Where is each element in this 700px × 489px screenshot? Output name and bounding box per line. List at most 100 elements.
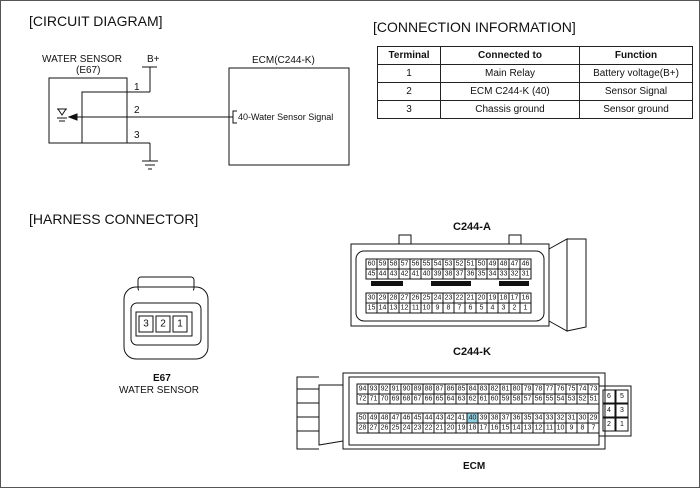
c244a-pin-number: 49 [489, 261, 497, 268]
c244k-side-pin-cell [615, 403, 629, 418]
c244k-pin-number: 30 [579, 415, 587, 422]
c244a-pin-number: 26 [412, 295, 420, 302]
c244a-pin-number: 20 [478, 295, 486, 302]
c244k-pin-number: 89 [414, 386, 422, 393]
c244a-pin-number: 38 [445, 271, 453, 278]
c244k-pin-number: 55 [546, 396, 554, 403]
c244k-pin-number: 52 [579, 396, 587, 403]
table-row: 3 Chassis ground Sensor ground [377, 100, 693, 119]
c244k-pin-number: 19 [458, 425, 466, 432]
c244k-pin-number: 9 [570, 425, 574, 432]
c244a-pin-number: 18 [500, 295, 508, 302]
c244a-pin-number: 14 [379, 305, 387, 312]
e67-connector-inner [130, 302, 202, 346]
c244a-pin-number: 56 [412, 261, 420, 268]
c244k-pin-number: 87 [436, 386, 444, 393]
c244a-pin-number: 55 [423, 261, 431, 268]
water-sensor-code: (E67) [76, 65, 101, 76]
e67-pin-block [135, 311, 193, 337]
c244k-pin-number: 85 [458, 386, 466, 393]
wire-number-3: 3 [134, 130, 140, 141]
c244a-pin-number: 44 [379, 271, 387, 278]
c244k-pin-number: 36 [513, 415, 521, 422]
c244k-pin-number: 12 [535, 425, 543, 432]
c244a-pin-number: 48 [500, 261, 508, 268]
c244a-pin-number: 52 [456, 261, 464, 268]
ecm-connector-label: ECM [463, 461, 486, 472]
c244a-pin-number: 32 [511, 271, 519, 278]
ecm-box [228, 67, 350, 166]
e67-name-label: WATER SENSOR [119, 385, 200, 396]
c244a-pin-number: 13 [390, 305, 398, 312]
c244a-pin-number: 24 [434, 295, 442, 302]
c244a-pin-number: 40 [423, 271, 431, 278]
c244k-pin-number: 25 [392, 425, 400, 432]
c244a-pin-number: 4 [491, 305, 495, 312]
c244a-pin-number: 9 [436, 305, 440, 312]
c244k-pin-number: 18 [469, 425, 477, 432]
c244a-pin-number: 57 [401, 261, 409, 268]
c244k-pin-number: 45 [414, 415, 422, 422]
c244a-body [350, 243, 550, 327]
c244k-pin-number: 51 [590, 396, 598, 403]
c244k-side-pin-number: 6 [607, 393, 611, 400]
c244a-pin-cell [519, 268, 532, 280]
c244k-pin-number: 53 [568, 396, 576, 403]
connection-info-title: [CONNECTION INFORMATION] [373, 19, 576, 35]
c244k-side-pin-number: 4 [607, 407, 611, 414]
c244a-pin-number: 41 [412, 271, 420, 278]
c244k-pin-number: 42 [447, 415, 455, 422]
c244a-pin-number: 7 [458, 305, 462, 312]
c244k-side-pin-number: 3 [620, 407, 624, 414]
c244k-pin-number: 10 [557, 425, 565, 432]
c244k-pin-number: 29 [590, 415, 598, 422]
c244a-pin-cell [519, 302, 532, 314]
c244k-pin-number: 63 [458, 396, 466, 403]
c244a-pin-number: 43 [390, 271, 398, 278]
c244a-key [499, 281, 529, 286]
c244k-pin-number: 78 [535, 386, 543, 393]
c244k-side-pin-cell [615, 417, 629, 432]
c244k-pin-number: 39 [480, 415, 488, 422]
c244a-side-tab [566, 238, 587, 332]
c244k-pin-number: 66 [425, 396, 433, 403]
c244k-pin-number: 79 [524, 386, 532, 393]
c244a-pin-number: 22 [456, 295, 464, 302]
c244k-pin-number: 91 [392, 386, 400, 393]
c244k-pin-number: 59 [502, 396, 510, 403]
c244k-pin-number: 71 [370, 396, 378, 403]
c244k-pin-number: 27 [370, 425, 378, 432]
c244a-key [431, 281, 471, 286]
c244k-pin-number: 64 [447, 396, 455, 403]
c244a-pin-number: 33 [500, 271, 508, 278]
c244a-title: C244-A [453, 221, 491, 233]
c244k-pin-number: 54 [557, 396, 565, 403]
c244a-pin-number: 30 [368, 295, 376, 302]
c244k-pin-number: 67 [414, 396, 422, 403]
c244a-pin-number: 11 [412, 305, 419, 312]
c244a-clip-left [398, 234, 412, 245]
c244k-pin-number: 90 [403, 386, 411, 393]
c244a-pin-number: 36 [467, 271, 475, 278]
c244k-pin-number: 44 [425, 415, 433, 422]
c244a-pin-number: 42 [401, 271, 409, 278]
c244k-pin-number: 37 [502, 415, 510, 422]
c244k-pin-number: 28 [359, 425, 367, 432]
c244k-side-block [598, 385, 632, 437]
table-row: 2 ECM C244-K (40) Sensor Signal [377, 82, 693, 101]
c244k-pin-number: 11 [546, 425, 553, 432]
c244a-pin-number: 37 [456, 271, 464, 278]
table-row: 1 Main Relay Battery voltage(B+) [377, 64, 693, 83]
c244k-side-pin-cell [602, 417, 616, 432]
wire-number-1: 1 [134, 82, 140, 93]
e67-code-label: E67 [153, 373, 171, 384]
c244k-pin-number: 82 [491, 386, 499, 393]
ecm-title: ECM(C244-K) [252, 55, 315, 66]
c244k-pin-number: 69 [392, 396, 400, 403]
c244k-pin-number: 76 [557, 386, 565, 393]
c244a-pin-number: 8 [447, 305, 451, 312]
c244a-pin-number: 6 [469, 305, 473, 312]
c244k-pin-number: 84 [469, 386, 477, 393]
c244k-pin-number: 31 [568, 415, 576, 422]
c244k-pin-number: 8 [581, 425, 585, 432]
